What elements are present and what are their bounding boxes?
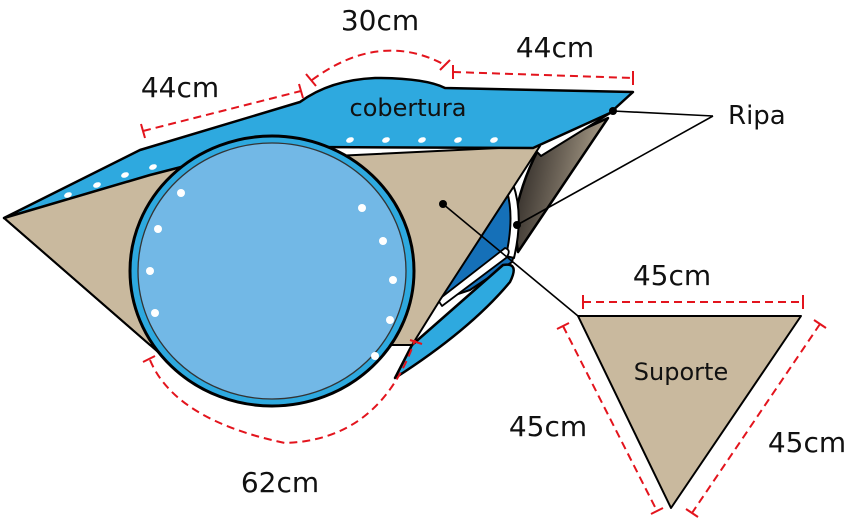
hole — [418, 137, 426, 143]
ripa-leader-dot — [513, 221, 521, 229]
support-leader-dot — [439, 200, 447, 208]
hole — [154, 225, 162, 233]
cover-holes — [64, 137, 498, 198]
hole — [454, 137, 462, 143]
label-suporte: Suporte — [634, 358, 728, 386]
ripa-leader-dot — [609, 107, 617, 115]
dim-label-circle-arc: 62cm — [241, 466, 319, 499]
hole — [490, 137, 498, 143]
dim-support-right — [685, 319, 827, 518]
hole — [371, 352, 379, 360]
dim-label-support-left: 45cm — [509, 410, 587, 443]
support-triangle — [577, 315, 802, 509]
cover-lower-band — [393, 263, 515, 380]
support-lower-edge — [3, 217, 159, 353]
dim-support-left — [556, 322, 664, 515]
hole — [389, 276, 397, 284]
dim-cover-right — [452, 65, 634, 85]
dim-support-top — [582, 295, 804, 309]
circle-holes — [146, 189, 397, 360]
dim-label-cover-left: 44cm — [141, 71, 219, 104]
hole — [177, 189, 185, 197]
ripa-strip-lower — [437, 247, 510, 307]
dim-label-cover-right: 44cm — [516, 31, 594, 64]
hole — [64, 192, 72, 198]
hole — [121, 172, 129, 178]
dim-label-support-right: 45cm — [768, 426, 846, 459]
dim-cover-top-arc — [305, 49, 451, 87]
dim-circle-arc — [142, 339, 423, 445]
hole — [93, 182, 101, 188]
hole — [146, 267, 154, 275]
hole — [346, 137, 354, 143]
hole — [379, 237, 387, 245]
dim-cover-left — [140, 83, 304, 139]
dim-label-cover-top-arc: 30cm — [341, 4, 419, 37]
hole — [149, 164, 157, 170]
hole — [358, 204, 366, 212]
hole — [382, 137, 390, 143]
label-cobertura: cobertura — [350, 94, 467, 122]
front-circle — [128, 134, 416, 408]
label-ripa: Ripa — [728, 101, 786, 131]
hole — [151, 309, 159, 317]
dim-label-support-top: 45cm — [633, 259, 711, 292]
ripa-leader — [513, 107, 714, 229]
hole — [386, 316, 394, 324]
